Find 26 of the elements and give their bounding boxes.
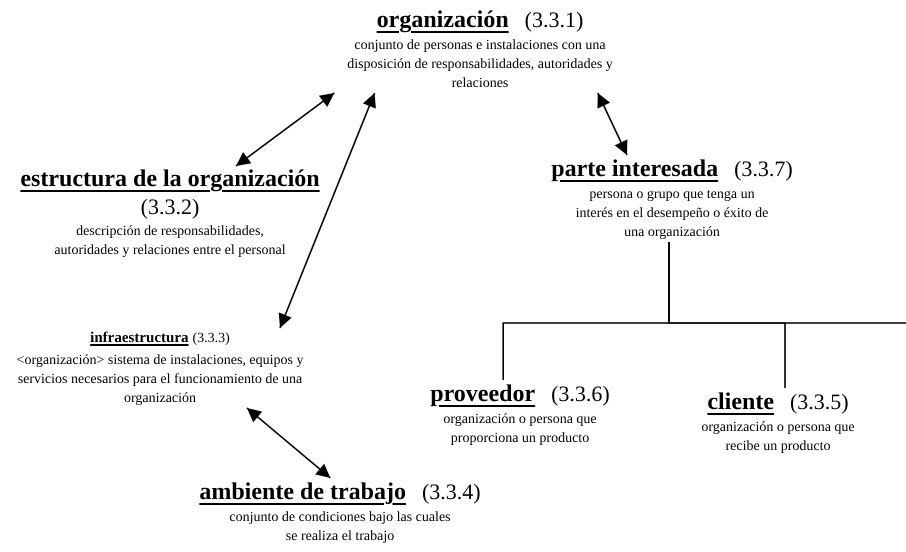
clause-number: (3.3.1) — [524, 6, 584, 33]
double-arrow — [597, 92, 628, 156]
term-heading: parte interesada — [551, 156, 718, 183]
double-arrow — [246, 407, 331, 479]
term-heading: cliente — [707, 389, 774, 416]
term-heading: organización — [376, 7, 509, 34]
definition-text: <organización> sistema de instalaciones, equipos y servicios necesarios para el funcionamiento de una organización — [16, 352, 304, 408]
clause-number: (3.3.6) — [551, 380, 610, 407]
clause-number: (3.3.2) — [140, 193, 200, 220]
definition-text: descripción de responsabilidades, autoridades y relaciones entre el personal — [53, 223, 287, 260]
clause-number: (3.3.7) — [734, 155, 793, 182]
connector-line — [668, 242, 906, 324]
term-heading: estructura de la organización — [20, 166, 320, 193]
definition-text: conjunto de personas e instalaciones con una disposición de responsabilidades, autoridades y relaciones — [346, 37, 614, 93]
definition-text: organización o persona que recibe un producto — [700, 419, 856, 456]
term-heading: ambiente de trabajo — [199, 479, 406, 506]
clause-number: (3.3.4) — [422, 478, 481, 505]
definition-text: persona o grupo que tenga un interés en el desempeño o éxito de una organización — [574, 186, 770, 242]
definition-text: organización o persona que proporciona un producto — [442, 411, 598, 448]
term-heading: proveedor — [430, 381, 536, 408]
term-heading: infraestructura — [90, 329, 188, 348]
double-arrow — [278, 92, 376, 328]
clause-number: (3.3.5) — [790, 388, 849, 415]
double-arrow — [236, 92, 335, 167]
definition-text: conjunto de condiciones bajo las cuales se realiza el trabajo — [228, 509, 452, 546]
clause-number: (3.3.3) — [192, 330, 230, 348]
